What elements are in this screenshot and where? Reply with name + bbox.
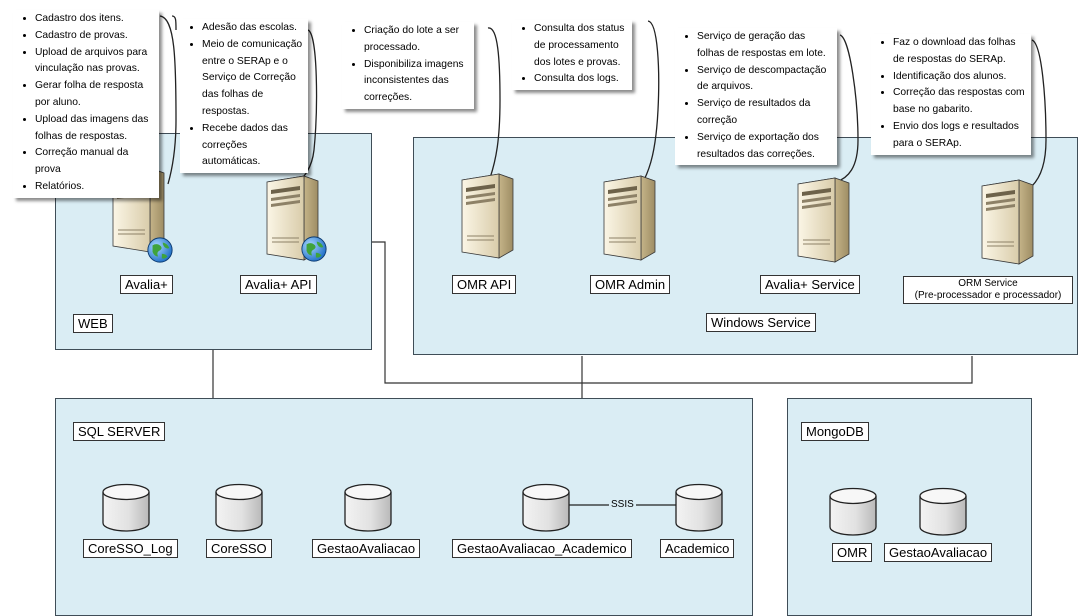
note-bullet-item: Faz o download das folhas de respostas d…	[893, 35, 1028, 69]
coresso-log-label: CoreSSO_Log	[83, 539, 178, 558]
omr-admin-note-list: Consulta dos status de processamento dos…	[512, 21, 629, 88]
omr-api-server-icon	[461, 173, 514, 259]
note-bullet-item: Serviço de geração das folhas de respost…	[697, 29, 834, 63]
omr-admin-note: Consulta dos status de processamento dos…	[512, 20, 632, 91]
coresso-log-database-icon	[102, 483, 150, 532]
orm-service-server-icon	[981, 179, 1034, 265]
avalia-plus-api-label: Avalia+ API	[240, 275, 317, 294]
sql-server-zone-label: SQL SERVER	[73, 422, 166, 441]
orm-service-label-line2: (Pre-processador e processador)	[914, 290, 1062, 301]
omr-admin-label: OMR Admin	[590, 275, 671, 294]
note-bullet-item: Serviço de exportação dos resultados das…	[697, 130, 834, 164]
note-bullet-item: Serviço de descompactação de arquivos.	[697, 63, 834, 97]
avalia-plus-api-note: Adesão das escolas.Meio de comunicação e…	[180, 19, 308, 174]
orm-service-label: ORM Service (Pre-processador e processad…	[903, 276, 1073, 304]
note-bullet-item: Envio dos logs e resultados para o SERAp…	[893, 119, 1028, 153]
mongo-gestao-avaliacao-label: GestaoAvaliacao	[884, 543, 993, 562]
note-bullet-item: Identificação dos alunos.	[893, 69, 1028, 86]
note-bullet-item: Upload de arquivos para vinculação nas p…	[35, 45, 156, 79]
orm-service-note-list: Faz o download das folhas de respostas d…	[871, 35, 1028, 153]
mongodb-zone-label: MongoDB	[801, 422, 869, 441]
omr-api-note-list: Criação do lote a ser processado.Disponi…	[342, 23, 471, 107]
avalia-plus-service-label: Avalia+ Service	[760, 275, 860, 294]
gestao-avaliacao-academico-database-icon	[522, 483, 570, 532]
note-bullet-item: Correção manual da prova	[35, 145, 156, 179]
academico-database-icon	[675, 483, 723, 532]
note-bullet-item: Consulta dos status de processamento dos…	[534, 21, 629, 71]
note-bullet-item: Serviço de resultados da correção	[697, 96, 834, 130]
gestao-avaliacao-database-icon	[344, 483, 392, 532]
note-bullet-item: Consulta dos logs.	[534, 71, 629, 88]
coresso-label: CoreSSO	[206, 539, 272, 558]
orm-service-label-line1: ORM Service	[958, 278, 1018, 289]
avalia-plus-service-server-icon	[797, 177, 850, 263]
windows-service-zone-label: Windows Service	[706, 313, 816, 332]
omr-api-note: Criação do lote a ser processado.Disponi…	[342, 22, 474, 109]
avalia-plus-service-note-list: Serviço de geração das folhas de respost…	[675, 29, 834, 163]
gestao-avaliacao-academico-label: GestaoAvaliacao_Academico	[452, 539, 632, 558]
note-bullet-item: Adesão das escolas.	[202, 20, 305, 37]
note-bullet-item: Correção das respostas com base no gabar…	[893, 85, 1028, 119]
note-bullet-item: Relatórios.	[35, 179, 156, 196]
note-bullet-item: Recebe dados das correções automáticas.	[202, 121, 305, 171]
omr-database-icon	[829, 487, 877, 536]
avalia-plus-api-note-list: Adesão das escolas.Meio de comunicação e…	[180, 20, 305, 171]
academico-label: Academico	[660, 539, 735, 558]
omr-label: OMR	[832, 543, 873, 562]
note-bullet-item: Cadastro de provas.	[35, 28, 156, 45]
note-bullet-item: Gerar folha de resposta por aluno.	[35, 78, 156, 112]
note-bullet-item: Criação do lote a ser processado.	[364, 23, 471, 57]
orm-service-note: Faz o download das folhas de respostas d…	[871, 34, 1031, 155]
avalia-plus-api-globe-icon	[301, 236, 327, 262]
avalia-plus-globe-icon	[147, 237, 173, 263]
avalia-plus-label: Avalia+	[120, 275, 173, 294]
coresso-database-icon	[215, 483, 263, 532]
omr-api-label: OMR API	[452, 275, 517, 294]
mongo-gestao-avaliacao-database-icon	[919, 487, 967, 536]
avalia-plus-note: Cadastro dos itens.Cadastro de provas.Up…	[13, 10, 159, 198]
note-bullet-item: Cadastro dos itens.	[35, 11, 156, 28]
note-bullet-item: Upload das imagens das folhas de respost…	[35, 112, 156, 146]
ssis-label: SSIS	[609, 498, 636, 511]
web-zone-label: WEB	[73, 314, 113, 333]
connector-lines	[212, 241, 973, 398]
gestao-avaliacao-label: GestaoAvaliacao	[312, 539, 421, 558]
note-bullet-item: Meio de comunicação entre o SERAp e o Se…	[202, 37, 305, 121]
avalia-plus-service-note: Serviço de geração das folhas de respost…	[675, 28, 837, 166]
note-bullet-item: Disponibiliza imagens inconsistentes das…	[364, 57, 471, 107]
avalia-plus-note-list: Cadastro dos itens.Cadastro de provas.Up…	[13, 11, 156, 196]
omr-admin-server-icon	[603, 175, 656, 261]
